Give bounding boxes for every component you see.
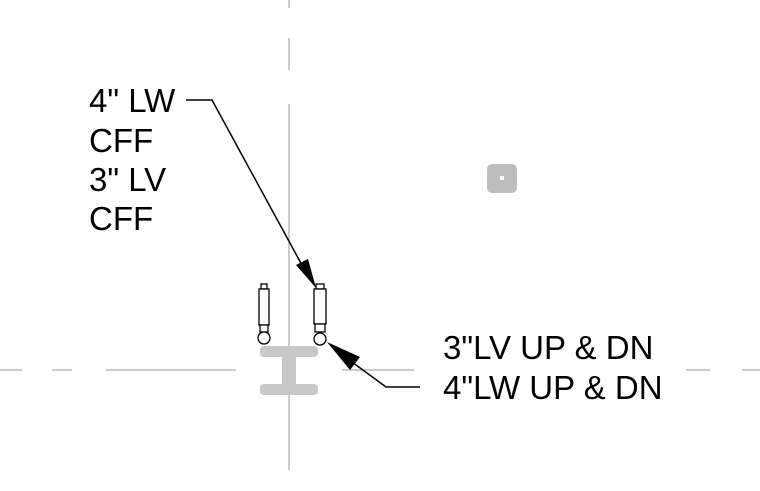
tag-left-line-1: 4" LW [89,82,176,119]
annotation-tag-left[interactable]: 4" LW CFF 3" LV CFF [89,82,176,237]
steel-column-i-beam [260,346,318,395]
tag-right-line-1: 3"LV UP & DN [443,329,653,366]
arrowhead-left [296,259,316,288]
pipe-riser-left[interactable] [257,283,271,345]
leader-right [327,342,420,388]
point-marker-center [500,176,504,180]
tag-left-line-2: CFF [89,122,153,159]
tag-left-line-3: 3" LV [89,161,166,198]
annotation-tag-right[interactable]: 3"LV UP & DN 4"LW UP & DN [443,329,663,406]
leader-left [186,99,316,288]
tag-right-line-2: 4"LW UP & DN [443,369,663,406]
tag-left-line-4: CFF [89,200,153,237]
arrowhead-right [327,342,360,370]
pipe-riser-right[interactable] [313,283,327,346]
